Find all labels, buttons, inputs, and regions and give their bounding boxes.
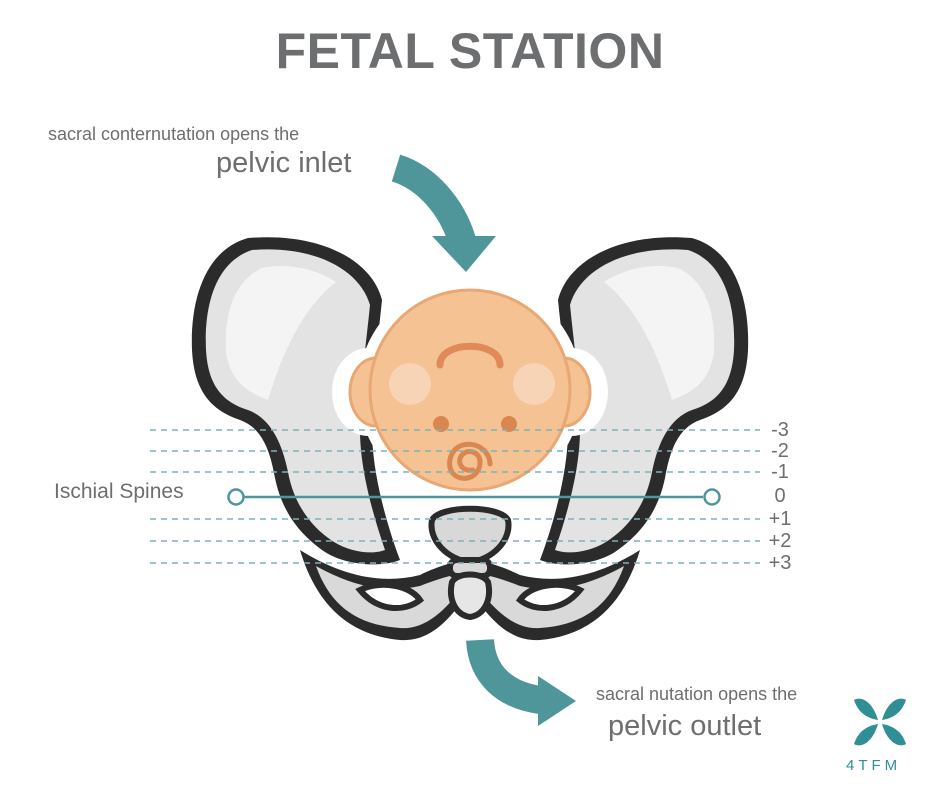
- outlet-arrow: [480, 640, 576, 726]
- station-label-plus3: +3: [760, 552, 800, 574]
- page-title: FETAL STATION: [0, 22, 940, 80]
- station-label-minus1: -1: [760, 461, 800, 483]
- brand-logo-icon: [854, 699, 906, 746]
- ischial-spine-right-marker: [705, 490, 720, 505]
- ischial-spines-label: Ischial Spines: [54, 480, 184, 504]
- inlet-arrow: [396, 168, 496, 272]
- outlet-label: pelvic outlet: [608, 710, 761, 743]
- brand-name: 4TFM: [846, 757, 901, 774]
- station-label-minus3: -3: [760, 419, 800, 441]
- ischial-spine-left-marker: [229, 490, 244, 505]
- station-label-plus2: +2: [760, 530, 800, 552]
- station-label-plus1: +1: [760, 508, 800, 530]
- outlet-caption: sacral nutation opens the: [596, 684, 797, 705]
- station-label-minus2: -2: [760, 440, 800, 462]
- inlet-caption: sacral conternutation opens the: [48, 124, 299, 145]
- station-label-zero: 0: [760, 485, 800, 507]
- inlet-label: pelvic inlet: [216, 147, 351, 180]
